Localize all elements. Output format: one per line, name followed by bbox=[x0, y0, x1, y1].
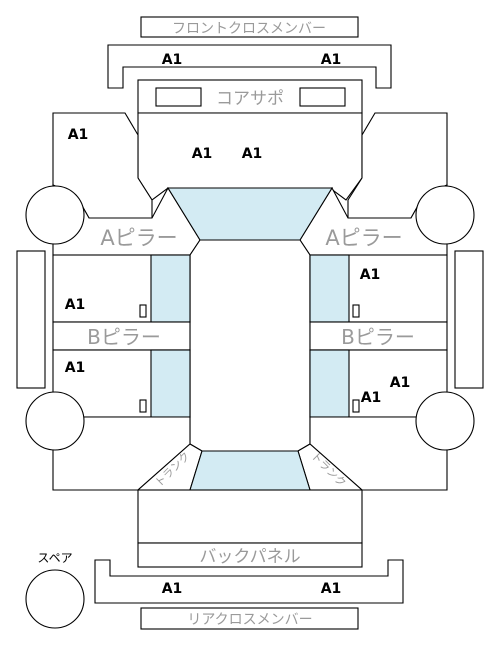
rear-left-door-handle bbox=[139, 399, 147, 413]
rear-left-door-code: A1 bbox=[65, 360, 86, 376]
front-cross-member-label: フロントクロスメンバー bbox=[172, 21, 326, 37]
front-right-door-glass bbox=[309, 254, 350, 323]
rear-right-wheel bbox=[415, 391, 475, 451]
rear-window-glass bbox=[189, 450, 311, 491]
trunk-lid bbox=[137, 489, 363, 544]
rear-member-left-code: A1 bbox=[162, 581, 183, 597]
rear-right-door-code: A1 bbox=[361, 390, 382, 406]
spare-label: スペア bbox=[37, 551, 72, 565]
b-pillar-right bbox=[309, 321, 448, 351]
front-left-door-code: A1 bbox=[65, 297, 86, 313]
rear-left-door-glass bbox=[150, 349, 191, 418]
hood-right-code: A1 bbox=[242, 146, 263, 162]
rear-cross-member-label: リアクロスメンバー bbox=[187, 612, 312, 628]
front-member-frame bbox=[107, 44, 392, 89]
b-pillar-left bbox=[52, 321, 191, 351]
spare-tire bbox=[25, 569, 85, 629]
hood-left-code: A1 bbox=[192, 146, 213, 162]
rear-cross-member-box bbox=[140, 607, 359, 630]
front-left-door-glass bbox=[150, 254, 191, 323]
core-support-label: コアサポ bbox=[216, 89, 284, 109]
a-pillar-left-label: Aピラー bbox=[100, 226, 177, 250]
left-side-sill bbox=[16, 250, 46, 389]
core-support-left-slot bbox=[155, 87, 202, 107]
front-left-wheel bbox=[25, 185, 85, 245]
b-pillar-left-label: Bピラー bbox=[87, 325, 161, 349]
front-member-left-code: A1 bbox=[162, 52, 183, 68]
front-right-wheel bbox=[415, 185, 475, 245]
front-left-door-handle bbox=[139, 304, 147, 318]
core-support-right-slot bbox=[299, 87, 346, 107]
front-left-fender-code: A1 bbox=[68, 127, 89, 143]
rear-member-frame bbox=[94, 559, 404, 604]
back-panel-box bbox=[137, 542, 363, 568]
rear-right-door-handle bbox=[352, 399, 360, 413]
front-right-door-code: A1 bbox=[360, 267, 381, 283]
rear-right-door-glass bbox=[309, 349, 350, 418]
front-cross-member-box bbox=[140, 16, 359, 38]
roof-panel bbox=[189, 239, 311, 452]
rear-left-wheel bbox=[25, 391, 85, 451]
a-pillar-right-label: Aピラー bbox=[325, 226, 402, 250]
rear-member-right-code: A1 bbox=[321, 581, 342, 597]
back-panel-label: バックパネル bbox=[199, 547, 300, 567]
front-member-right-code: A1 bbox=[321, 52, 342, 68]
front-right-door-handle bbox=[352, 304, 360, 318]
right-side-sill bbox=[454, 250, 484, 389]
rear-right-quarter-code: A1 bbox=[390, 375, 411, 391]
b-pillar-right-label: Bピラー bbox=[341, 325, 415, 349]
